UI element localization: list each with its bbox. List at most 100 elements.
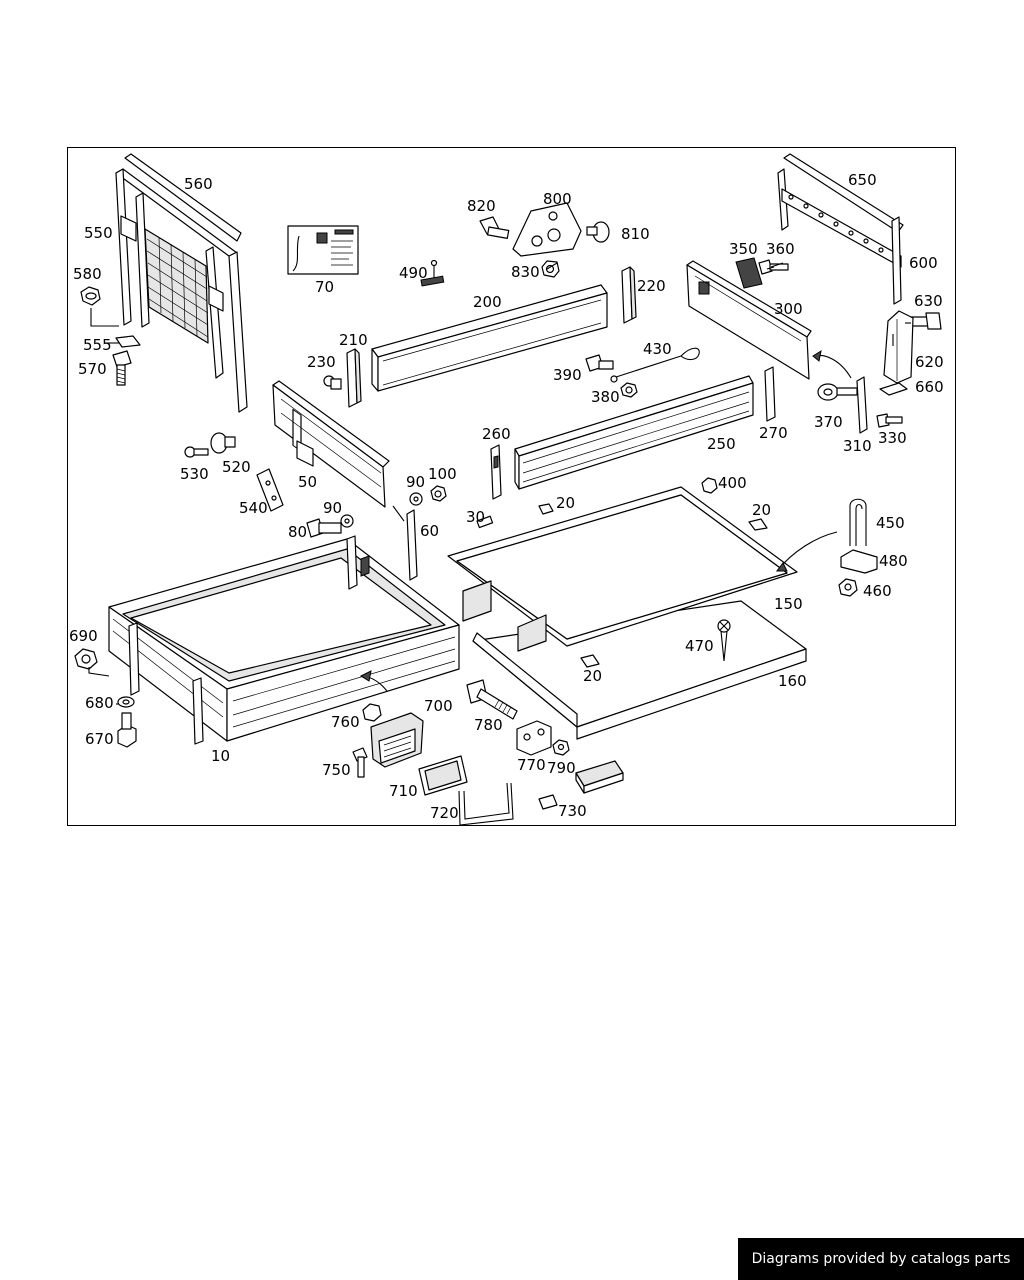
part-screw-470 bbox=[717, 619, 731, 662]
part-clip-20b bbox=[748, 518, 768, 531]
part-plate-350 bbox=[735, 257, 763, 289]
label-160: 160 bbox=[778, 672, 807, 690]
label-70: 70 bbox=[315, 278, 334, 296]
part-post-220 bbox=[621, 266, 637, 324]
part-latch-730 bbox=[538, 760, 624, 810]
part-plate-660 bbox=[879, 382, 908, 396]
label-830: 830 bbox=[511, 263, 540, 281]
label-260: 260 bbox=[482, 425, 511, 443]
label-20a: 20 bbox=[556, 494, 575, 512]
part-warning-label-70 bbox=[287, 225, 359, 275]
label-750: 750 bbox=[322, 761, 351, 779]
label-390: 390 bbox=[553, 366, 582, 384]
label-720: 720 bbox=[430, 804, 459, 822]
label-470: 470 bbox=[685, 637, 714, 655]
part-clamp-480 bbox=[840, 549, 878, 574]
label-620: 620 bbox=[915, 353, 944, 371]
part-nut-790 bbox=[552, 739, 570, 756]
label-650: 650 bbox=[848, 171, 877, 189]
label-760: 760 bbox=[331, 713, 360, 731]
label-570: 570 bbox=[78, 360, 107, 378]
part-bolt-630 bbox=[909, 312, 942, 330]
part-headboard-560 bbox=[115, 153, 248, 413]
part-bolt-390 bbox=[585, 354, 614, 372]
part-lamp-cover-710 bbox=[418, 755, 468, 796]
part-washer-680 bbox=[117, 696, 135, 708]
label-670: 670 bbox=[85, 730, 114, 748]
label-300: 300 bbox=[774, 300, 803, 318]
part-front-board-50 bbox=[272, 380, 390, 508]
part-rear-frame-650 bbox=[777, 153, 904, 305]
part-lamp-700 bbox=[370, 712, 424, 768]
exploded-parts-diagram: 560 550 580 555 570 70 820 800 810 830 4… bbox=[69, 153, 944, 826]
part-side-board-250 bbox=[514, 375, 754, 490]
label-600: 600 bbox=[909, 254, 938, 272]
label-580: 580 bbox=[73, 265, 102, 283]
part-bolt-80 bbox=[306, 518, 342, 538]
part-bolt-330 bbox=[876, 413, 903, 428]
part-post-260 bbox=[490, 444, 502, 500]
part-post-310 bbox=[856, 376, 868, 434]
label-820: 820 bbox=[467, 197, 496, 215]
label-370: 370 bbox=[814, 413, 843, 431]
part-washer-380 bbox=[620, 382, 638, 398]
label-230: 230 bbox=[307, 353, 336, 371]
label-730: 730 bbox=[558, 802, 587, 820]
part-nut-460 bbox=[838, 578, 858, 597]
label-90b: 90 bbox=[323, 499, 342, 517]
part-screw-530 bbox=[184, 446, 209, 458]
label-10: 10 bbox=[211, 747, 230, 765]
label-490: 490 bbox=[399, 264, 428, 282]
label-310: 310 bbox=[843, 437, 872, 455]
label-810: 810 bbox=[621, 225, 650, 243]
label-550: 550 bbox=[84, 224, 113, 242]
part-clip-20a bbox=[538, 503, 554, 515]
label-330: 330 bbox=[878, 429, 907, 447]
part-nut-580 bbox=[80, 286, 101, 306]
part-pin-30 bbox=[476, 515, 494, 529]
part-bolt-780 bbox=[466, 679, 518, 720]
part-post-210 bbox=[346, 348, 362, 408]
part-body-10 bbox=[108, 535, 460, 745]
part-screw-750 bbox=[352, 747, 368, 778]
label-560: 560 bbox=[184, 175, 213, 193]
part-plate-540 bbox=[256, 468, 284, 512]
label-530: 530 bbox=[180, 465, 209, 483]
part-nut-690 bbox=[74, 648, 98, 670]
part-clip-20c bbox=[580, 654, 600, 668]
label-30: 30 bbox=[466, 508, 485, 526]
part-washer-90b bbox=[340, 514, 354, 528]
part-bumper-520 bbox=[210, 432, 236, 454]
part-nut-100 bbox=[430, 485, 447, 502]
part-post-60 bbox=[392, 505, 418, 581]
label-770: 770 bbox=[517, 756, 546, 774]
part-washer-90a bbox=[409, 492, 423, 506]
part-bolt-670 bbox=[117, 712, 137, 748]
label-20b: 20 bbox=[752, 501, 771, 519]
label-360: 360 bbox=[766, 240, 795, 258]
label-150: 150 bbox=[774, 595, 803, 613]
part-pin-230 bbox=[323, 375, 342, 390]
label-430: 430 bbox=[643, 340, 672, 358]
part-bracket-800 bbox=[479, 202, 610, 278]
part-clip-555 bbox=[115, 335, 141, 348]
label-220: 220 bbox=[637, 277, 666, 295]
label-100: 100 bbox=[428, 465, 457, 483]
label-540: 540 bbox=[239, 499, 268, 517]
part-bracket-720 bbox=[458, 782, 514, 826]
label-790: 790 bbox=[547, 759, 576, 777]
label-680: 680 bbox=[85, 694, 114, 712]
label-270: 270 bbox=[759, 424, 788, 442]
part-post-270 bbox=[764, 366, 776, 422]
part-u-bolt-450 bbox=[849, 498, 867, 546]
label-90a: 90 bbox=[406, 473, 425, 491]
part-eye-bolt-370 bbox=[817, 383, 858, 401]
label-480: 480 bbox=[879, 552, 908, 570]
label-690: 690 bbox=[69, 627, 98, 645]
part-clip-490 bbox=[420, 259, 445, 287]
label-380: 380 bbox=[591, 388, 620, 406]
label-450: 450 bbox=[876, 514, 905, 532]
label-710: 710 bbox=[389, 782, 418, 800]
label-400: 400 bbox=[718, 474, 747, 492]
label-60: 60 bbox=[420, 522, 439, 540]
